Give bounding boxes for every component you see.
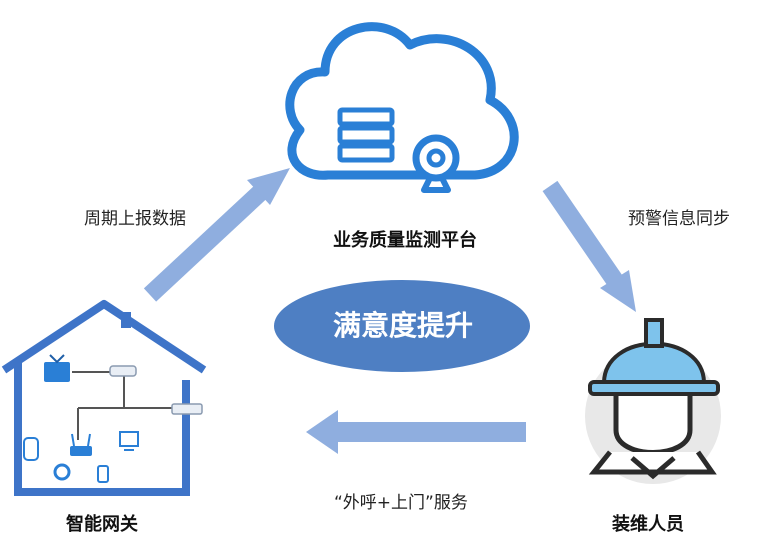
edge-label-report: 周期上报数据 (84, 209, 186, 229)
center-ellipse (274, 280, 530, 372)
edge-label-sync: 预警信息同步 (628, 209, 730, 229)
arrow-service (306, 410, 526, 454)
node-label-platform: 业务质量监测平台 (333, 230, 477, 251)
node-label-gateway: 智能网关 (66, 514, 138, 535)
worker-helmet-icon (585, 318, 721, 484)
smart-home-icon (1, 300, 207, 496)
node-label-worker: 装维人员 (612, 514, 684, 535)
cloud-server-icon (285, 22, 519, 193)
arrow-sync (542, 180, 636, 312)
arrow-report (143, 168, 290, 302)
center-label: 满意度提升 (332, 309, 473, 342)
edge-label-service: “外呼+上门”服务 (334, 493, 468, 513)
